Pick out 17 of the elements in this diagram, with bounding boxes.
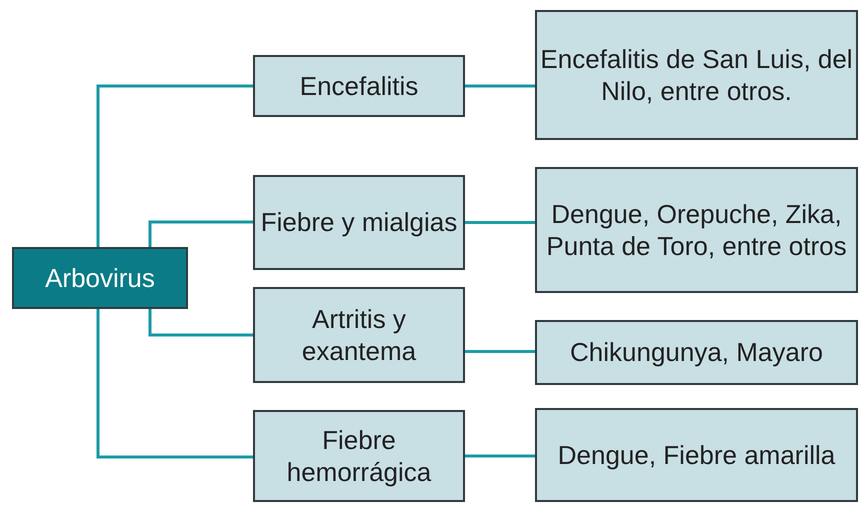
- root-box: Arbovirus: [12, 247, 188, 309]
- category-box: Fiebre y mialgias: [253, 175, 465, 270]
- category-box: Dengue, Fiebre amarilla: [535, 408, 858, 502]
- category-box: Encefalitis de San Luis, del Nilo, entre otros.: [535, 10, 858, 140]
- category-box: Artritis y exantema: [253, 287, 465, 383]
- category-box: Fiebre hemorrágica: [253, 410, 465, 502]
- connector-line: [465, 454, 535, 458]
- connector-line: [148, 309, 253, 336]
- category-box: Chikungunya, Mayaro: [535, 320, 858, 385]
- connector-line: [96, 309, 253, 458]
- connector-line: [465, 84, 535, 88]
- connector-line: [465, 221, 535, 224]
- connector-line: [96, 84, 253, 247]
- connector-line: [465, 350, 535, 353]
- category-box: Dengue, Orepuche, Zika, Punta de Toro, entre otros: [535, 167, 858, 293]
- category-box: Encefalitis: [253, 55, 465, 117]
- connector-line: [148, 220, 253, 247]
